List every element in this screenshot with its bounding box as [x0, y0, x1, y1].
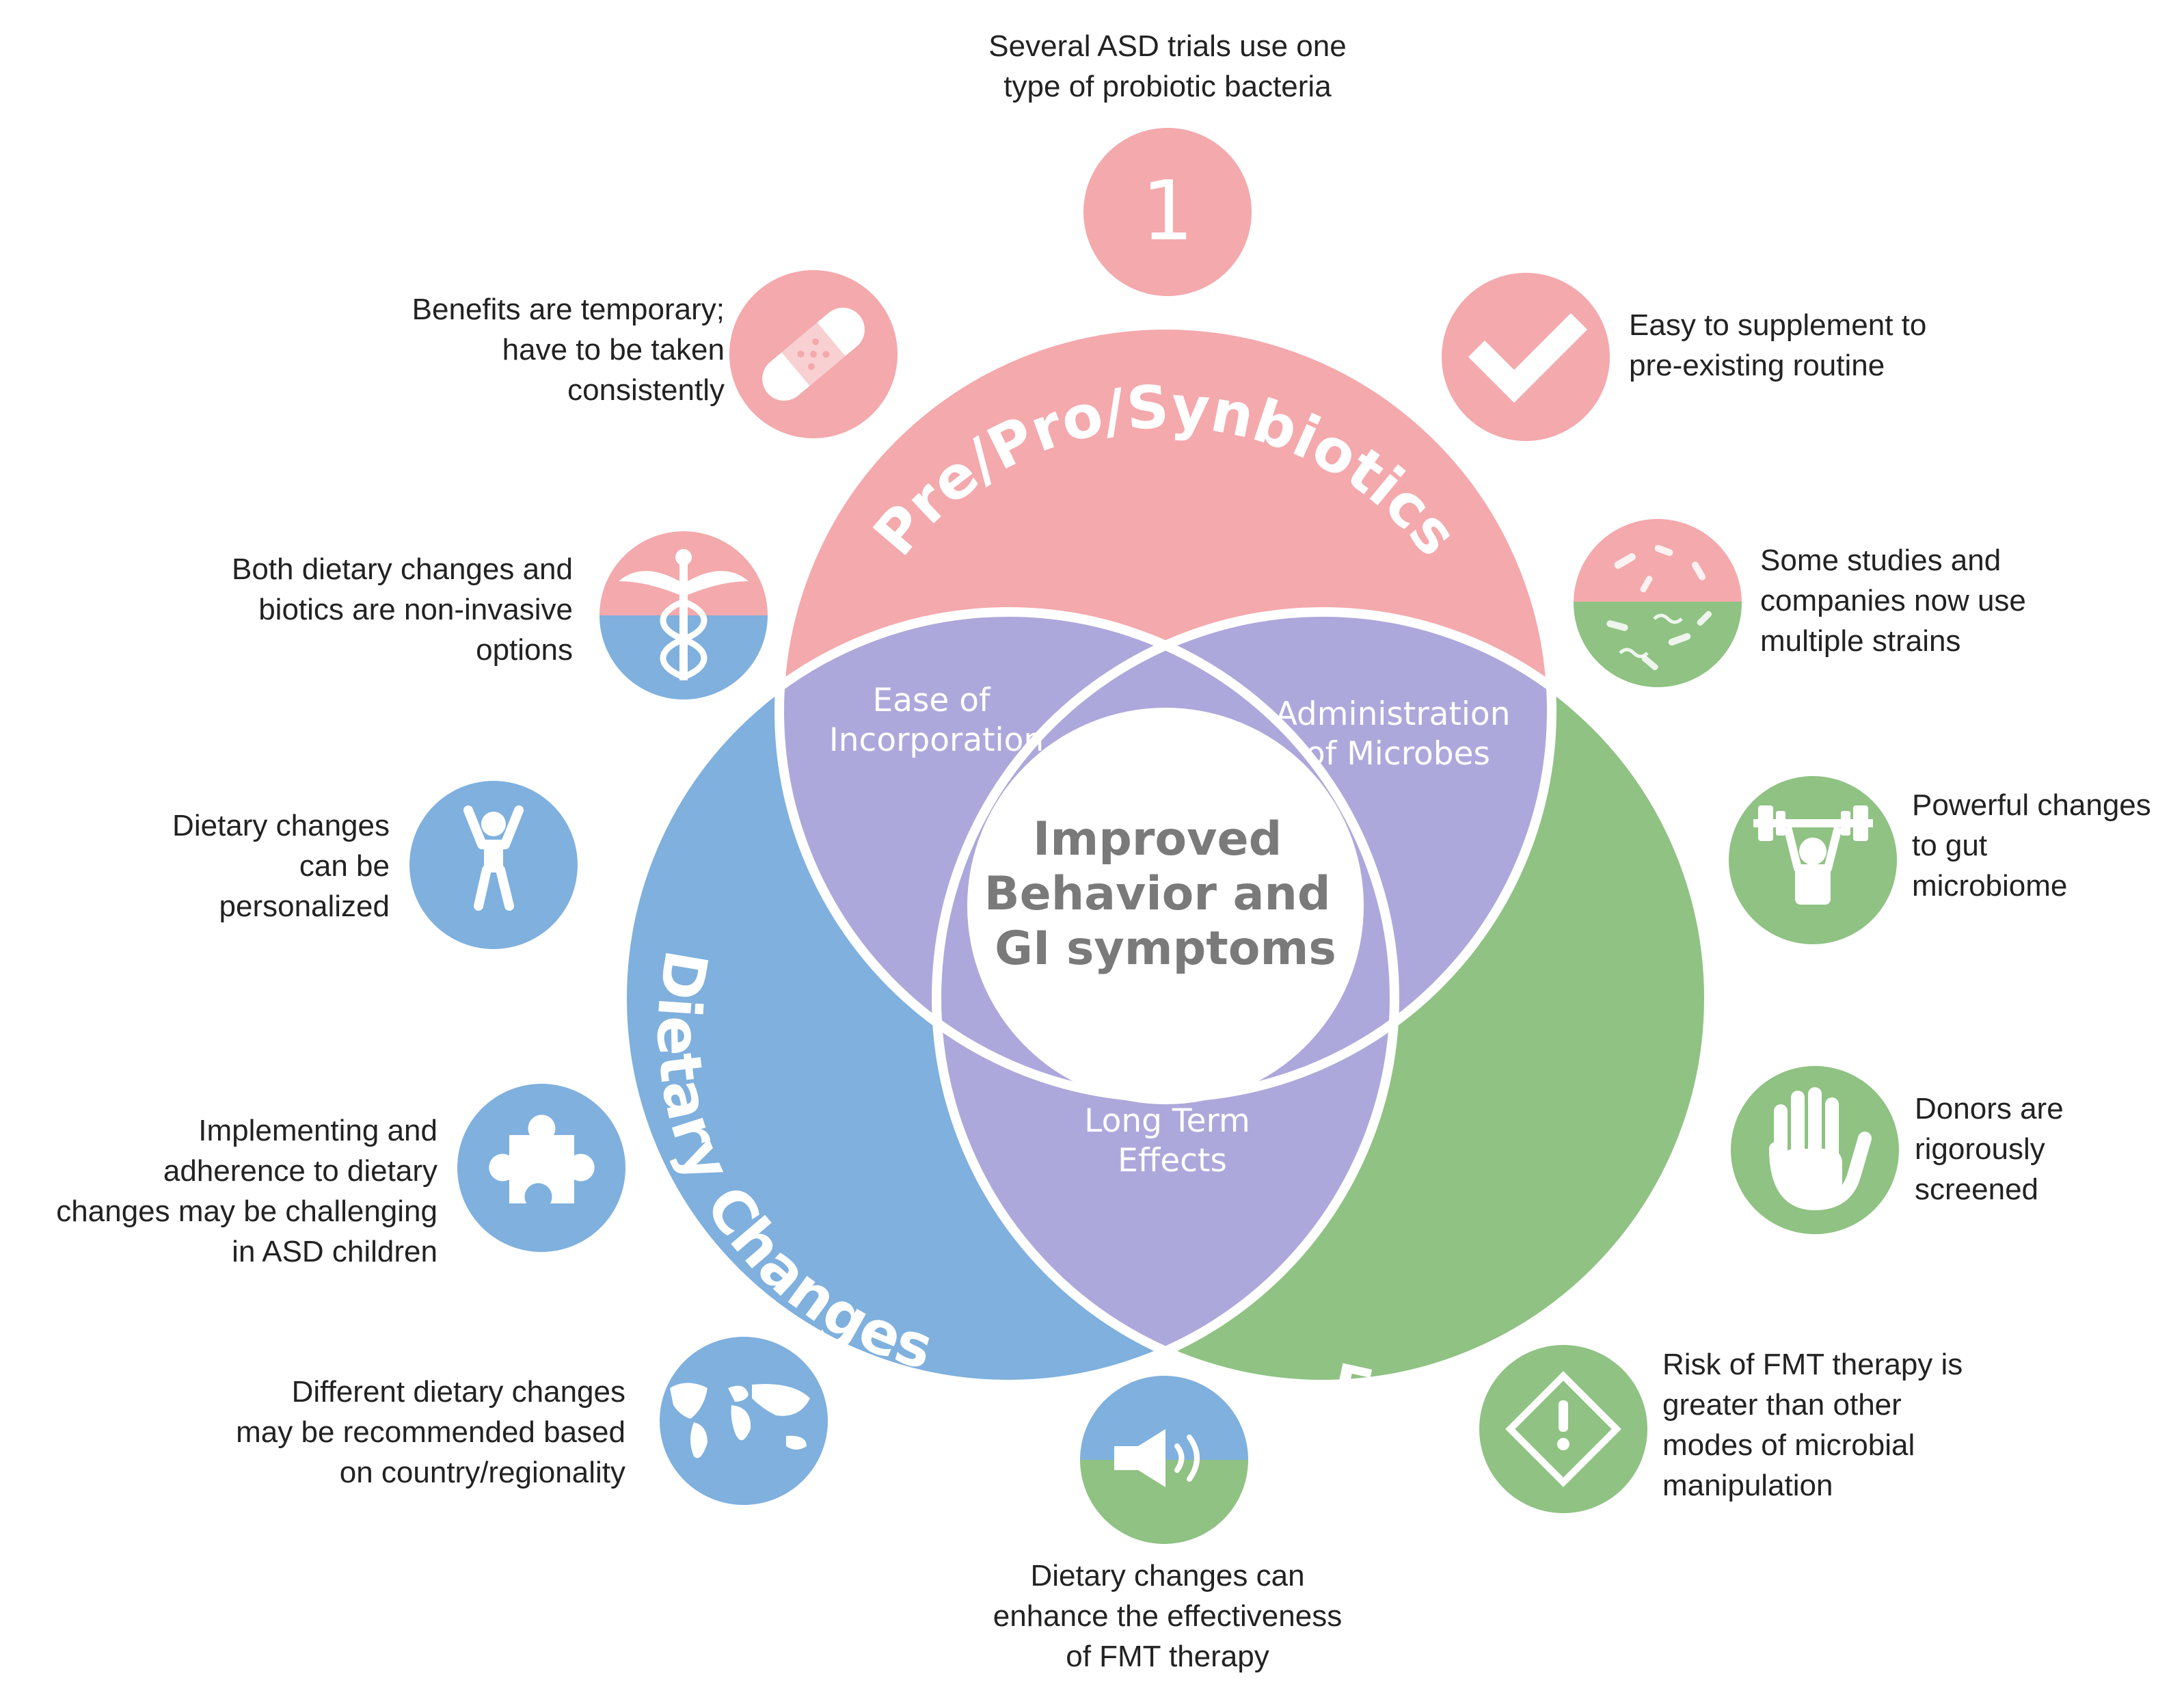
callout-risk: Risk of FMT therapy is greater than othe…	[1662, 1348, 1963, 1502]
center-line-3: GI symptoms	[995, 922, 1336, 976]
callout-temporary: Benefits are temporary; have to be taken…	[412, 293, 725, 407]
callout-adherence: Implementing and adherence to dietary ch…	[56, 1114, 437, 1268]
diet-outline	[617, 607, 1399, 1389]
callout-enhance: Dietary changes can enhance the effectiv…	[993, 1559, 1343, 1673]
number-one-icon: 1	[1083, 128, 1252, 296]
callout-easy-supplement: Easy to supplement to pre-existing routi…	[1629, 308, 1927, 382]
center-label: Improved Behavior and GI symptoms	[984, 812, 1347, 976]
megaphone-icon	[1080, 1376, 1248, 1544]
puzzle-piece-icon	[457, 1084, 625, 1252]
callout-donors: Donors are rigorously screened	[1915, 1092, 2064, 1206]
checkmark-icon	[1442, 273, 1610, 441]
caduceus-icon	[599, 531, 768, 699]
world-map-icon	[660, 1337, 828, 1505]
center-line-2: Behavior and	[984, 867, 1331, 921]
person-cheering-icon	[409, 781, 578, 949]
warning-diamond-icon	[1479, 1345, 1647, 1513]
callout-non-invasive: Both dietary changes and biotics are non…	[231, 552, 573, 667]
bandage-icon	[729, 270, 898, 438]
callout-multiple-strains: Some studies and companies now use multi…	[1760, 544, 2026, 658]
fmt-outline	[932, 607, 1714, 1389]
callout-personalized: Dietary changes can be personalized	[172, 809, 390, 923]
bacteria-icon	[1574, 519, 1742, 687]
overlap-administration-label: Administration of Microbes	[1276, 695, 1521, 773]
callout-powerful: Powerful changes to gut microbiome	[1912, 788, 2151, 903]
center-line-1: Improved	[1033, 812, 1282, 866]
callout-regionality: Different dietary changes may be recomme…	[236, 1375, 625, 1489]
center-circle	[967, 708, 1364, 1104]
callout-one-type: Several ASD trials use one type of probi…	[988, 29, 1347, 103]
overlap-long-term-label: Long Term Effects	[1084, 1102, 1260, 1179]
raised-hand-icon	[1731, 1066, 1899, 1234]
number-one-label: 1	[1142, 164, 1194, 259]
overlap-ease-label: Ease of Incorporation	[829, 682, 1044, 759]
weightlifter-icon	[1729, 776, 1897, 944]
